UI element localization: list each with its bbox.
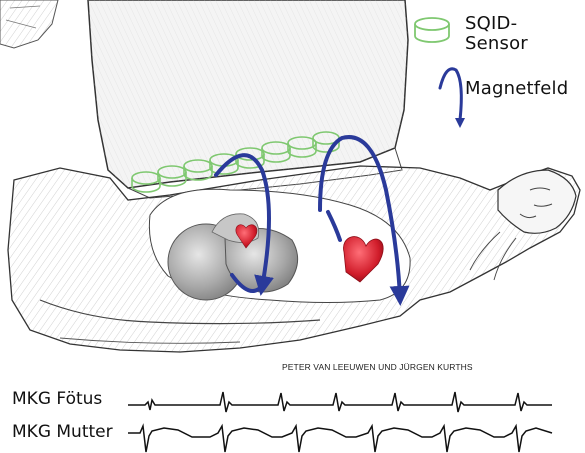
legend-field-label: Magnetfeld [465,79,568,99]
image-credit: PETER VAN LEEUWEN UND JÜRGEN KURTHS [282,362,473,372]
trace-foetus [128,392,552,412]
legend-sensor-label: SQID- Sensor [465,14,575,54]
trace-mutter [128,426,552,452]
legend-sensor-icon [415,18,449,42]
trace-label-foetus: MKG Fötus [12,389,102,409]
trace-label-mutter: MKG Mutter [12,422,113,442]
legend-field-arrow-icon [440,69,465,128]
pillow-sketch [0,0,58,48]
